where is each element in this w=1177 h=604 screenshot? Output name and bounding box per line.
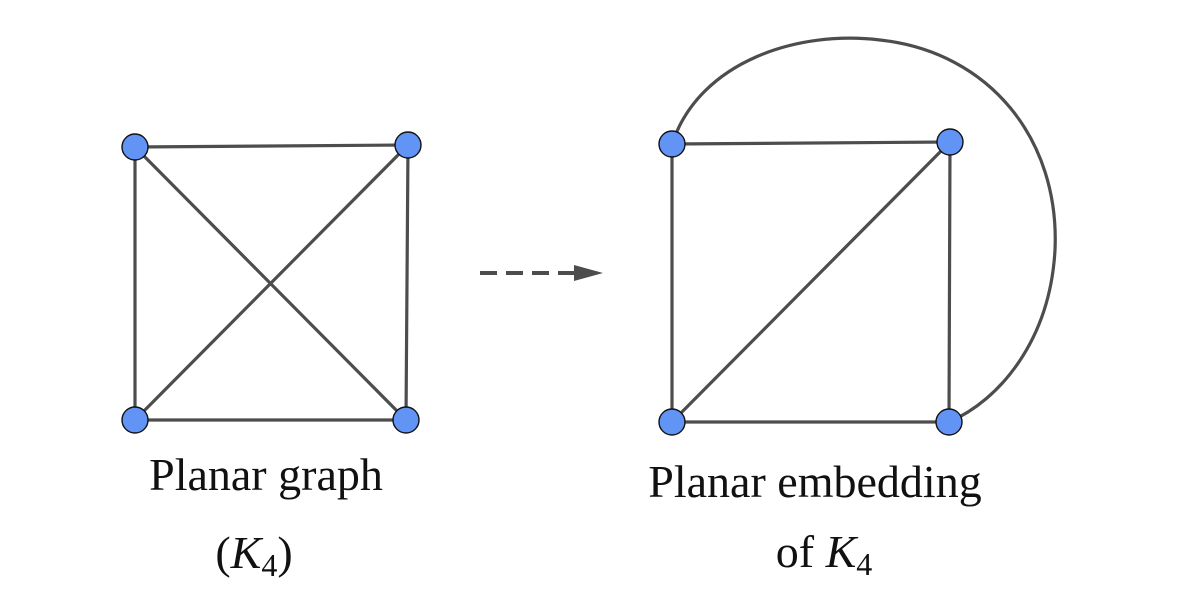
right-node-top-left — [658, 130, 686, 158]
left-edge-diagonal-up — [133, 143, 410, 422]
right-caption-prefix: of — [776, 526, 826, 577]
left-edge-top — [133, 143, 410, 149]
arrow-head — [574, 265, 603, 281]
left-caption-line1: Planar graph — [149, 449, 383, 500]
right-edge-outer-arc — [670, 36, 1057, 424]
left-edge-right — [404, 143, 410, 422]
left-caption-open-paren: ( — [215, 527, 230, 578]
left-caption-line2: (K4) — [215, 527, 292, 583]
left-caption-close-paren: ) — [277, 527, 292, 578]
left-node-bottom-left — [121, 406, 149, 434]
right-edge-diagonal — [670, 140, 952, 424]
right-caption-subscript: 4 — [856, 546, 872, 582]
right-node-bottom-right — [935, 408, 963, 436]
left-caption: Planar graph (K4) — [149, 449, 383, 583]
left-node-bottom-right — [392, 406, 420, 434]
left-caption-subscript: 4 — [261, 547, 277, 583]
transform-arrow — [480, 265, 603, 281]
left-caption-k: K — [230, 527, 264, 578]
right-node-bottom-left — [658, 408, 686, 436]
right-caption-line2: of K4 — [776, 526, 873, 582]
right-graph — [658, 36, 1057, 436]
right-caption-line1: Planar embedding — [648, 456, 981, 507]
right-node-top-right — [936, 128, 964, 156]
left-node-top-right — [394, 131, 422, 159]
right-edge-top — [670, 140, 952, 146]
left-graph — [121, 131, 422, 434]
right-edge-right — [947, 140, 952, 424]
right-caption-k: K — [825, 526, 859, 577]
left-node-top-left — [121, 133, 149, 161]
right-caption: Planar embedding of K4 — [648, 456, 981, 582]
